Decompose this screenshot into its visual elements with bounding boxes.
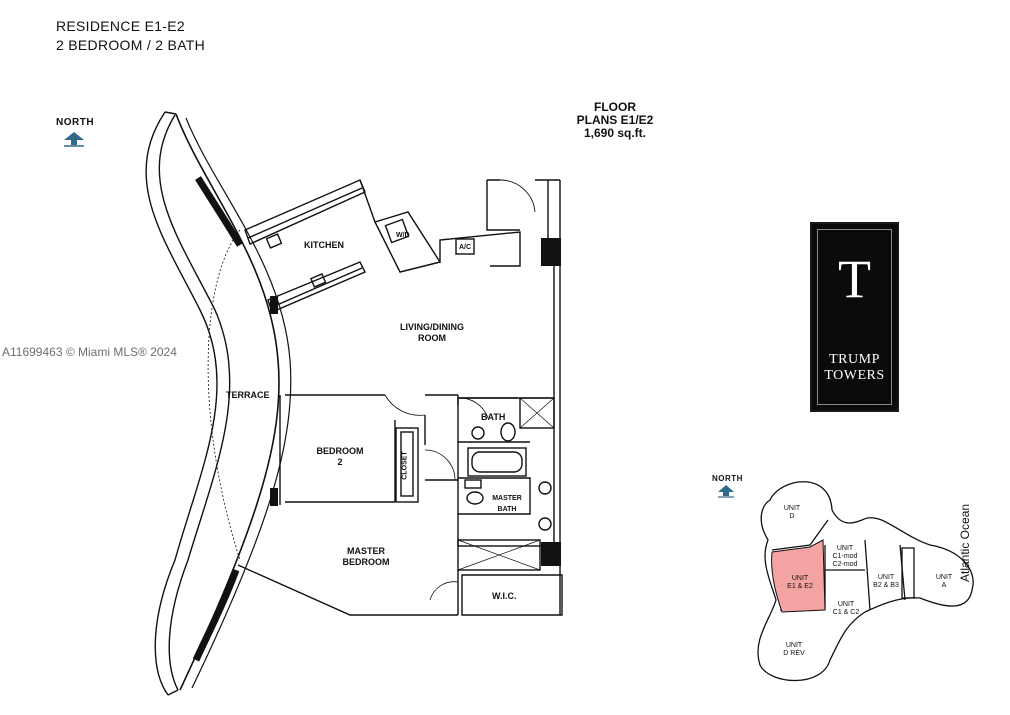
room-master-bedroom: MASTER BEDROOM bbox=[334, 546, 398, 568]
room-wic: W.I.C. bbox=[492, 591, 517, 601]
mls-watermark: A11699463 © Miami MLS® 2024 bbox=[2, 345, 177, 359]
bed-bath-subtitle: 2 BEDROOM / 2 BATH bbox=[56, 37, 206, 53]
room-bath: BATH bbox=[481, 412, 506, 422]
bedroom2-line1: BEDROOM bbox=[316, 446, 364, 456]
room-kitchen: KITCHEN bbox=[304, 240, 344, 250]
unit-drev-line2: D REV bbox=[783, 650, 805, 657]
unit-c1-line1: UNIT bbox=[837, 601, 855, 608]
atlantic-ocean-label: Atlantic Ocean bbox=[958, 503, 972, 582]
floor-plans-line1: FLOOR bbox=[594, 100, 636, 114]
trump-towers-logo: T TRUMP TOWERS bbox=[810, 222, 899, 412]
unit-a-label: UNIT A bbox=[930, 574, 958, 590]
unit-e-label: UNIT E1 & E2 bbox=[782, 575, 818, 591]
unit-c1-label: UNIT C1 & C2 bbox=[826, 601, 866, 617]
unit-c1-line2: C1 & C2 bbox=[832, 609, 860, 616]
key-plan-north-arrow-icon bbox=[718, 485, 734, 498]
room-terrace: TERRACE bbox=[226, 390, 270, 400]
room-ac: A/C bbox=[459, 244, 472, 251]
unit-d-line1: UNIT bbox=[783, 505, 801, 512]
unit-b-line2: B2 & B3 bbox=[873, 582, 899, 589]
north-arrow-icon bbox=[64, 132, 84, 147]
unit-b-line1: UNIT bbox=[877, 574, 895, 581]
master-bath-line1: MASTER bbox=[492, 495, 522, 502]
room-bedroom-2: BEDROOM 2 bbox=[310, 446, 370, 468]
unit-c1mod-line3: C2-mod bbox=[832, 561, 858, 568]
unit-drev-label: UNIT D REV bbox=[776, 642, 812, 658]
logo-brand: TRUMP TOWERS bbox=[812, 352, 897, 384]
logo-brand-line2: TOWERS bbox=[824, 368, 885, 383]
unit-e-line1: UNIT bbox=[791, 575, 809, 582]
master-bed-line1: MASTER bbox=[347, 546, 385, 556]
unit-e-highlight bbox=[771, 539, 826, 613]
room-closet: CLOSET bbox=[401, 451, 409, 480]
unit-d-line2: D bbox=[789, 513, 795, 520]
room-living-dining: LIVING/DINING ROOM bbox=[390, 322, 474, 344]
logo-frame bbox=[817, 229, 892, 405]
unit-a-line1: UNIT bbox=[935, 574, 953, 581]
unit-drev-line1: UNIT bbox=[785, 642, 803, 649]
living-line1: LIVING/DINING bbox=[399, 322, 464, 332]
unit-e-line2: E1 & E2 bbox=[787, 583, 813, 590]
unit-d-label: UNIT D bbox=[780, 505, 804, 521]
logo-brand-line1: TRUMP bbox=[829, 352, 880, 367]
north-label: NORTH bbox=[56, 117, 95, 128]
unit-c1mod-label: UNIT C1-mod C2-mod bbox=[827, 545, 863, 569]
room-wd: W/D bbox=[396, 232, 410, 239]
floor-area: 1,690 sq.ft. bbox=[583, 126, 647, 140]
floor-plans-line2: PLANS E1/E2 bbox=[576, 113, 654, 127]
key-plan-north-label: NORTH bbox=[712, 474, 743, 483]
bedroom2-line2: 2 bbox=[337, 457, 343, 467]
unit-a-line2: A bbox=[941, 582, 947, 589]
master-bath-line2: BATH bbox=[497, 506, 517, 513]
logo-monogram: T bbox=[838, 249, 871, 309]
floor-plans-title: FLOOR PLANS E1/E2 1,690 sq.ft. bbox=[560, 101, 670, 140]
unit-c1mod-line1: UNIT bbox=[836, 545, 854, 552]
unit-b-label: UNIT B2 & B3 bbox=[866, 574, 906, 590]
residence-title: RESIDENCE E1-E2 bbox=[56, 18, 185, 34]
room-master-bath: MASTER BATH bbox=[486, 493, 528, 515]
master-bed-line2: BEDROOM bbox=[342, 557, 390, 567]
living-line2: ROOM bbox=[418, 333, 446, 343]
unit-c1mod-line2: C1-mod bbox=[832, 553, 858, 560]
